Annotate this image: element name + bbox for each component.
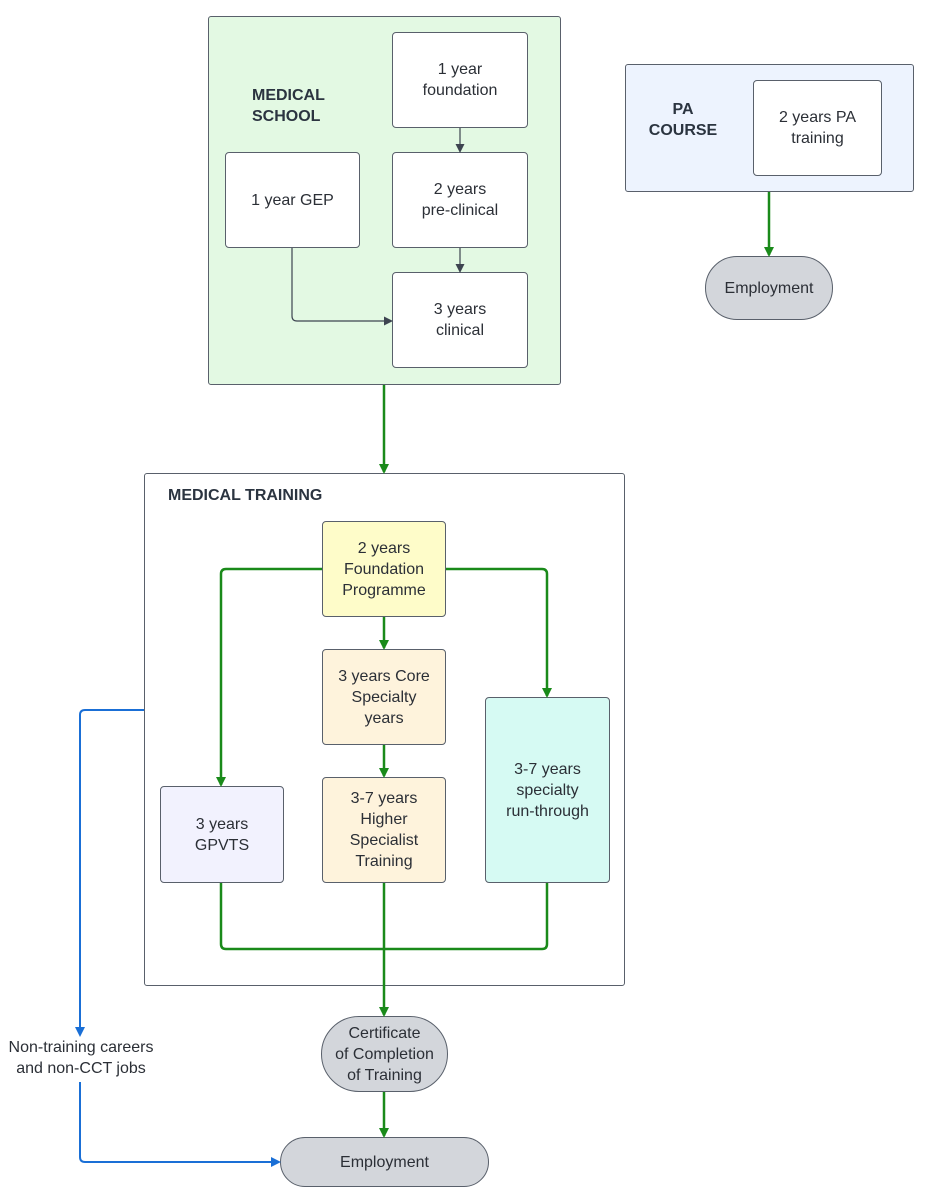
core-specialty-node: 3 years Core Specialty years: [322, 649, 446, 745]
non-training-careers-label: Non-training careers and non-CCT jobs: [0, 1037, 162, 1079]
higher-specialist-node: 3-7 years Higher Specialist Training: [322, 777, 446, 883]
arrow-non-training-to-employment: [79, 1082, 281, 1167]
preclinical-node: 2 years pre-clinical: [392, 152, 528, 248]
foundation-year-node: 1 year foundation: [392, 32, 528, 128]
gpvts-node: 3 years GPVTS: [160, 786, 284, 883]
gep-node: 1 year GEP: [225, 152, 360, 248]
pa-training-node: 2 years PA training: [753, 80, 882, 176]
clinical-node: 3 years clinical: [392, 272, 528, 368]
employment-terminal: Employment: [280, 1137, 489, 1187]
cct-terminal: Certificate of Completion of Training: [321, 1016, 448, 1092]
run-through-node: 3-7 years specialty run-through: [485, 697, 610, 883]
medical-school-label: MEDICAL SCHOOL: [252, 87, 325, 125]
medical-training-label: MEDICAL TRAINING: [168, 487, 323, 504]
foundation-programme-node: 2 years Foundation Programme: [322, 521, 446, 617]
pa-employment-terminal: Employment: [705, 256, 833, 320]
arrow-training-to-non-training: [75, 709, 144, 1037]
pa-course-label: PA COURSE: [648, 101, 718, 139]
